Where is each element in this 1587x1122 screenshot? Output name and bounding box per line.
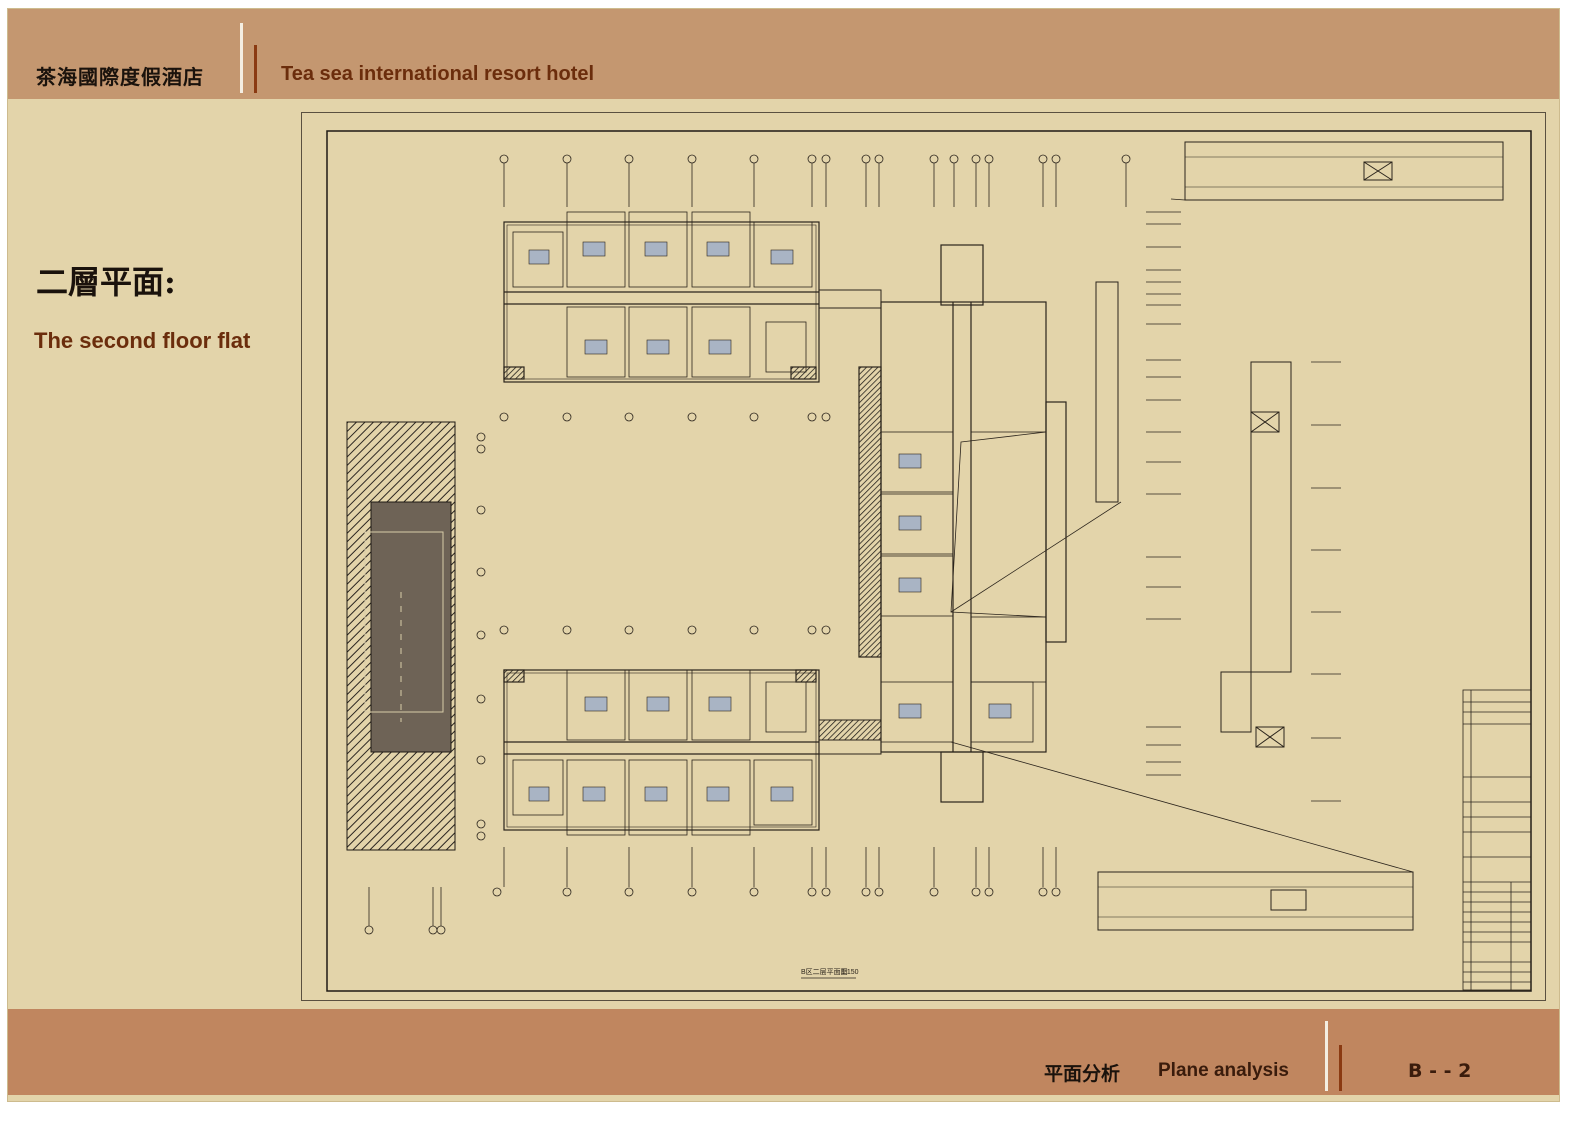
narrow-strip	[1095, 281, 1119, 503]
right-axis-stubs	[1146, 211, 1341, 802]
hotel-name-en: Tea sea international resort hotel	[281, 63, 595, 85]
detail-section-right	[1220, 361, 1292, 748]
section-title-cn: 二層平面:	[36, 263, 176, 301]
title-block	[1462, 689, 1532, 991]
section-title-en: The second floor flat	[34, 328, 251, 353]
header-band	[8, 9, 1559, 99]
footer-divider-light	[1325, 1021, 1328, 1091]
drawing-caption: B区二层平面图	[801, 968, 848, 976]
hotel-name-cn: 茶海國際度假酒店	[36, 65, 204, 89]
footer-label-cn: 平面分析	[1044, 1063, 1121, 1085]
detail-section-bottom	[1097, 871, 1414, 931]
hatched-garden-block	[346, 421, 456, 851]
page-code: B - - 2	[1408, 1060, 1472, 1082]
header-divider-dark	[254, 45, 257, 93]
lower-guestroom-wing	[503, 669, 820, 836]
footer-divider-dark	[1339, 1045, 1342, 1091]
presentation-page: 茶海國際度假酒店 Tea sea international resort ho…	[7, 8, 1560, 1102]
grid-axes	[368, 162, 1127, 927]
upper-guestroom-wing	[503, 211, 820, 383]
central-block	[858, 244, 1067, 803]
floor-plan-drawing: B区二层平面图 1:150	[301, 112, 1546, 1001]
grid-bubbles	[364, 154, 1131, 935]
leader-lines	[950, 198, 1414, 873]
footer-band	[8, 1009, 1559, 1095]
detail-section-top	[1184, 141, 1504, 201]
footer-label-en: Plane analysis	[1158, 1060, 1289, 1081]
header-divider-light	[240, 23, 243, 93]
drawing-scale: 1:150	[841, 969, 859, 976]
